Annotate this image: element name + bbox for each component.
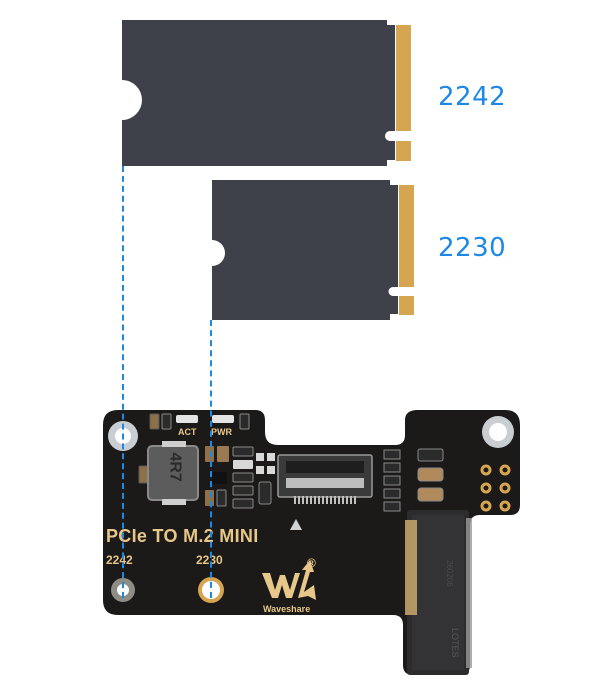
board-title: PCIe TO M.2 MINI	[106, 526, 259, 546]
ffc-pins	[294, 496, 356, 504]
m2-socket: 260206 LOTES	[405, 510, 472, 675]
pin1-marker	[290, 519, 302, 530]
size-label-2242: 2242	[438, 82, 507, 112]
passive-components	[138, 413, 444, 512]
m2-socket-pins-left	[405, 520, 417, 615]
inductor	[147, 441, 199, 505]
registered-mark: ®	[307, 556, 316, 570]
size-label-2230: 2230	[438, 233, 507, 263]
mount-hole-top-right	[482, 416, 514, 448]
socket-marking-code: 260206	[445, 560, 454, 587]
pwr-led	[212, 415, 234, 423]
act-led	[176, 415, 198, 423]
inductor-marking: 4R7	[166, 452, 184, 482]
m2-2242-card-graphic	[122, 20, 417, 166]
m2-2230-card-graphic	[212, 180, 417, 320]
header-pads	[480, 464, 511, 512]
act-led-label: ACT	[178, 427, 197, 437]
hole-label-2242: 2242	[106, 553, 133, 567]
socket-marking-brand: LOTES	[450, 628, 460, 658]
guide-line-2230	[210, 320, 212, 598]
m2-2242-card	[122, 20, 417, 166]
pwr-led-label: PWR	[211, 427, 232, 437]
guide-line-2242	[122, 166, 124, 598]
hole-label-2230: 2230	[196, 553, 223, 567]
ffc-connector	[277, 454, 373, 504]
waveshare-logo-icon	[262, 560, 316, 600]
m2-2230-card	[212, 180, 417, 320]
brand-label: Waveshare	[263, 604, 311, 614]
m2-socket-pins-right	[466, 518, 472, 668]
